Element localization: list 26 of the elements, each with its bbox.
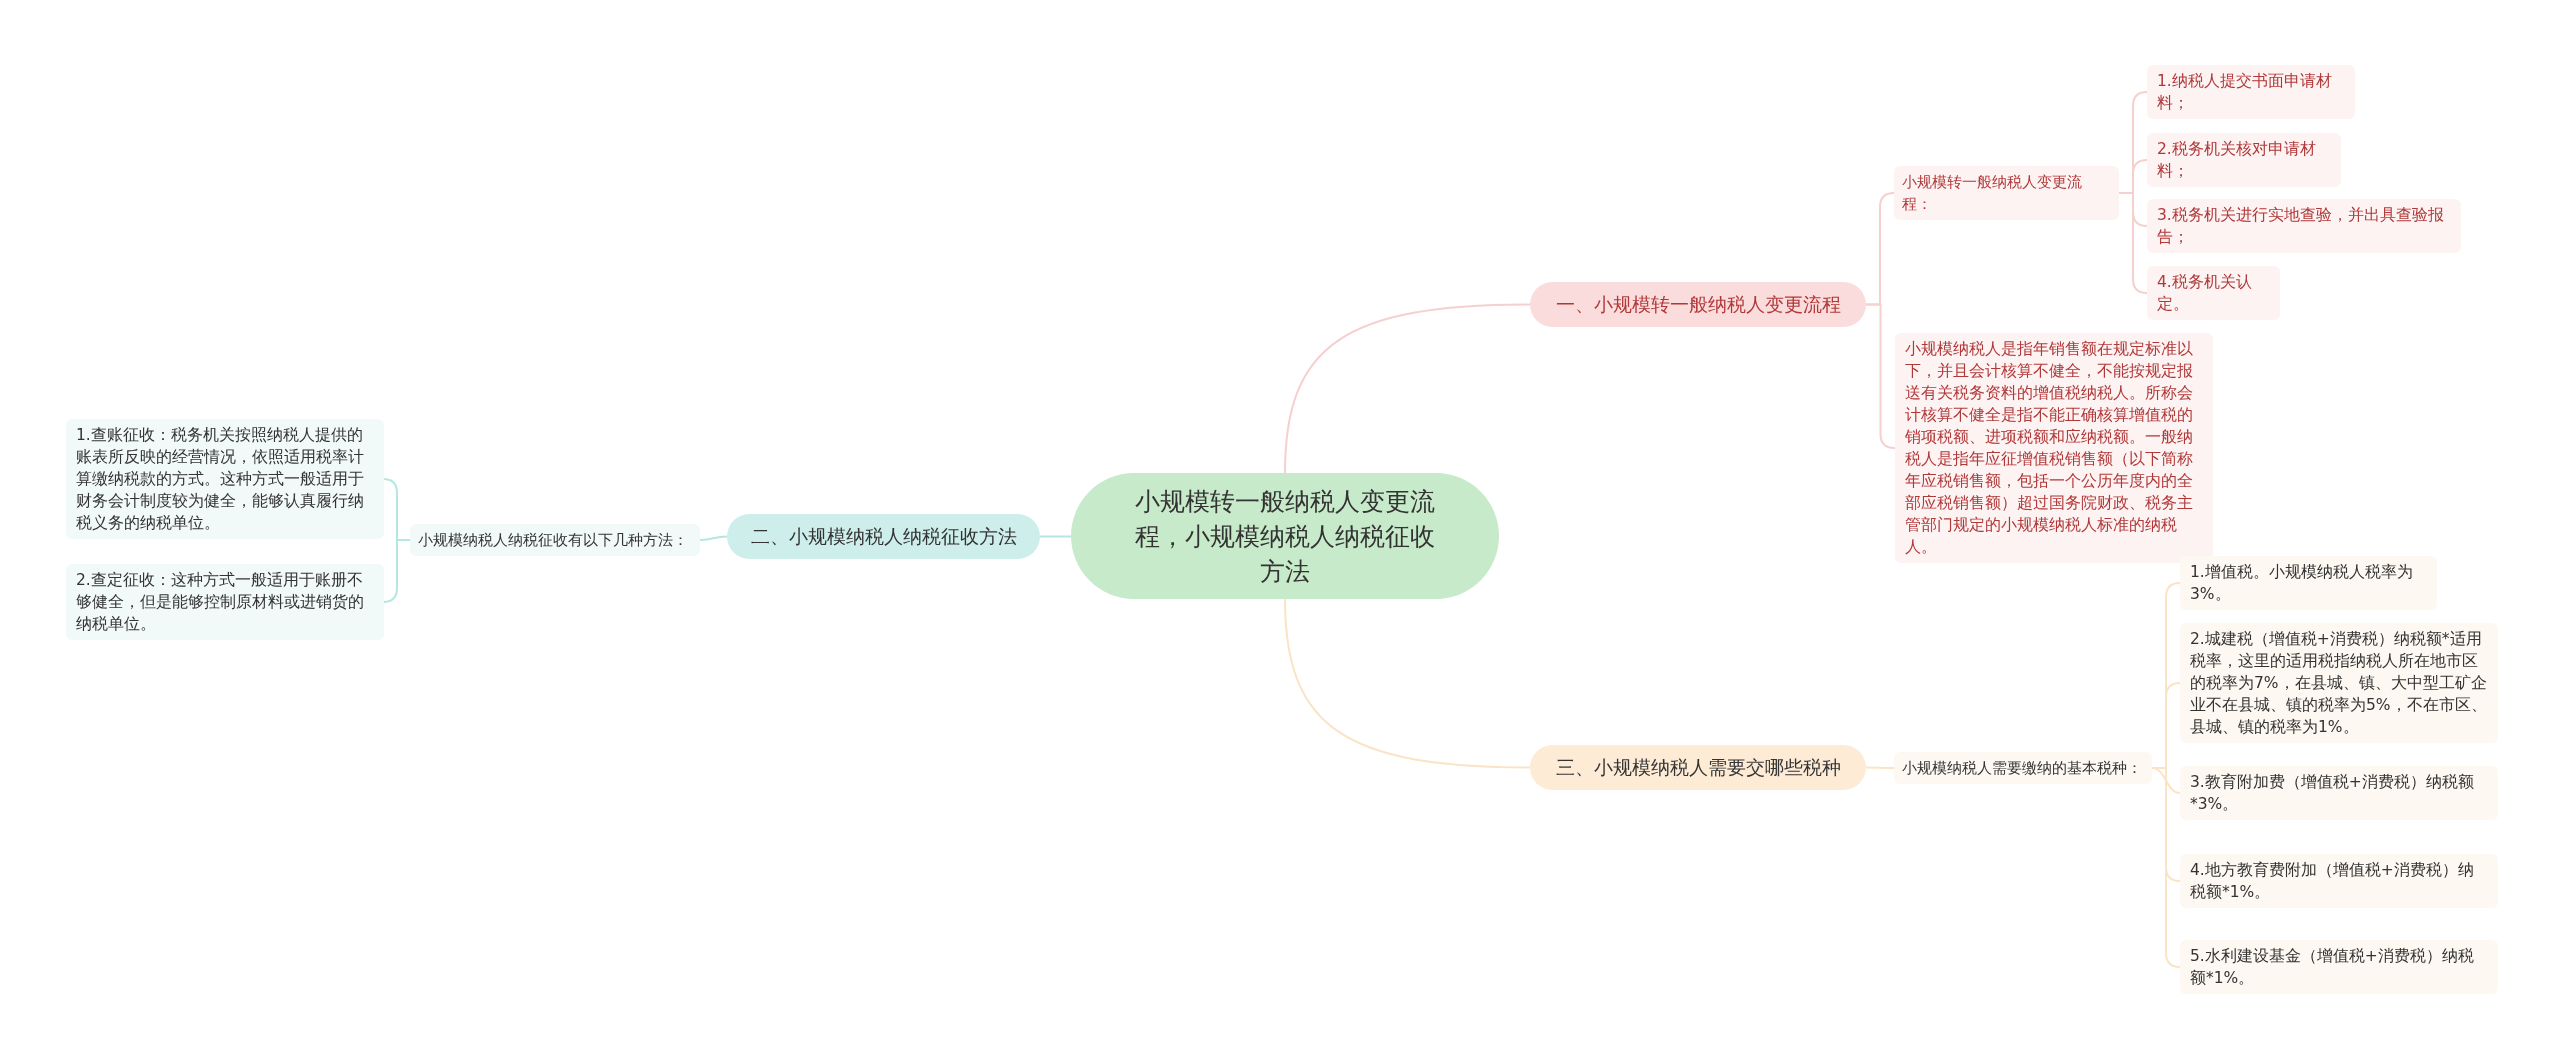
connector-line <box>1865 303 1896 449</box>
leaf-topic: 5.水利建设基金（增值税+消费税）纳税额*1%。 <box>2180 940 2498 994</box>
leaf-topic: 4.税务机关认定。 <box>2147 266 2280 320</box>
leaf-topic: 4.地方教育费附加（增值税+消费税）纳税额*1%。 <box>2180 854 2498 908</box>
central-topic: 小规模转一般纳税人变更流程，小规模纳税人纳税征收方法 <box>1071 473 1499 599</box>
leaf-topic: 2.城建税（增值税+消费税）纳税额*适用税率，这里的适用税指纳税人所在地市区的税率为7%，在县城、镇、大中型工矿企业不在县城、镇的税率为5%，不在市区、县城、镇的税率为1%。 <box>2180 623 2498 743</box>
leaf-topic: 3.教育附加费（增值税+消费税）纳税额*3%。 <box>2180 766 2498 820</box>
leaf-topic: 1.查账征收：税务机关按照纳税人提供的账表所反映的经营情况，依照适用税率计算缴纳税款的方式。这种方式一般适用于财务会计制度较为健全，能够认真履行纳税义务的纳税单位。 <box>66 419 384 539</box>
connector-line <box>1284 303 1531 474</box>
connector-line <box>1865 766 1895 769</box>
subtopic-label: 小规模纳税人需要缴纳的基本税种： <box>1894 752 2152 784</box>
leaf-topic: 1.增值税。小规模纳税人税率为3%。 <box>2180 556 2437 610</box>
leaf-topic: 1.纳税人提交书面申请材料； <box>2147 65 2355 119</box>
leaf-topic: 2.税务机关核对申请材料； <box>2147 133 2341 187</box>
branch-topic: 一、小规模转一般纳税人变更流程 <box>1530 282 1866 327</box>
subtopic-label: 小规模转一般纳税人变更流程： <box>1894 166 2119 220</box>
connector-line <box>1284 598 1531 769</box>
branch-topic: 三、小规模纳税人需要交哪些税种 <box>1530 745 1866 790</box>
connector-line <box>699 535 728 541</box>
branch-topic: 二、小规模纳税人纳税征收方法 <box>727 514 1040 559</box>
connector-line <box>382 539 411 603</box>
leaf-topic: 2.查定征收：这种方式一般适用于账册不够健全，但是能够控制原材料或进销货的纳税单位。 <box>66 564 384 640</box>
connector-line <box>1039 535 1072 538</box>
note-box: 小规模纳税人是指年销售额在规定标准以下，并且会计核算不健全，不能按规定报送有关税务资料的增值税纳税人。所称会计核算不健全是指不能正确核算增值税的销项税额、进项税额和应纳税额。一般纳税人是指年应征增值税销售额（以下简称年应税销售额，包括一个公历年度内的全部应税销售额）超过国务院财政、税务主管部门规定的小规模纳税人标准的纳税人。 <box>1895 333 2213 563</box>
leaf-topic: 3.税务机关进行实地查验，并出具查验报告； <box>2147 199 2461 253</box>
subtopic-label: 小规模纳税人纳税征收有以下几种方法： <box>410 524 700 556</box>
